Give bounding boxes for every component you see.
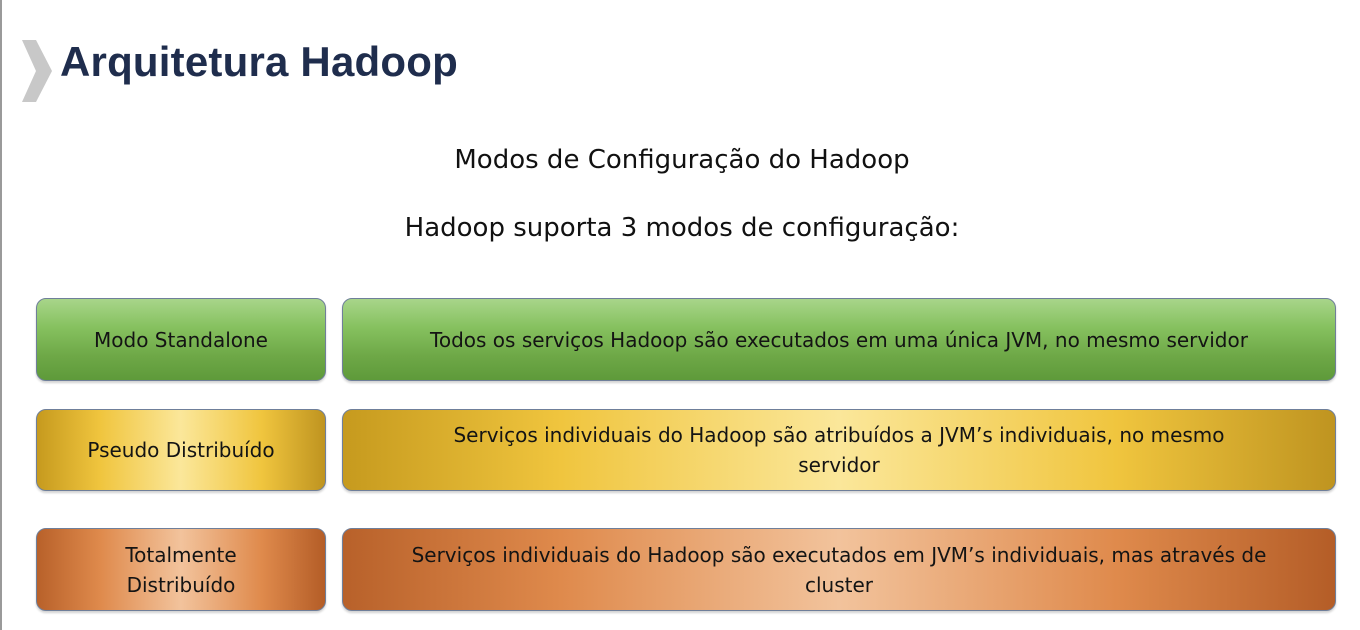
- mode-description-text: Serviços individuais do Hadoop são atrib…: [453, 423, 1225, 477]
- subtitle-config-modes: Modos de Configuração do Hadoop: [454, 145, 910, 175]
- chevron-icon: [22, 40, 52, 102]
- subtitle-supported-modes: Hadoop suporta 3 modos de configuração:: [404, 213, 960, 243]
- mode-label-text: Totalmente Distribuído: [125, 542, 237, 597]
- mode-description-text: Todos os serviços Hadoop são executados …: [430, 327, 1248, 352]
- mode-label-text: Modo Standalone: [94, 327, 268, 352]
- mode-label-pseudo-distributed: Pseudo Distribuído: [36, 409, 326, 491]
- mode-label-fully-distributed: Totalmente Distribuído: [36, 528, 326, 611]
- mode-description-text: Serviços individuais do Hadoop são execu…: [411, 542, 1267, 597]
- slide-title: Arquitetura Hadoop: [60, 38, 458, 85]
- mode-label-standalone: Modo Standalone: [36, 298, 326, 381]
- mode-description-fully-distributed: Serviços individuais do Hadoop são execu…: [342, 528, 1336, 611]
- mode-description-standalone: Todos os serviços Hadoop são executados …: [342, 298, 1336, 381]
- mode-description-pseudo-distributed: Serviços individuais do Hadoop são atrib…: [342, 409, 1336, 491]
- mode-label-text: Pseudo Distribuído: [87, 438, 275, 462]
